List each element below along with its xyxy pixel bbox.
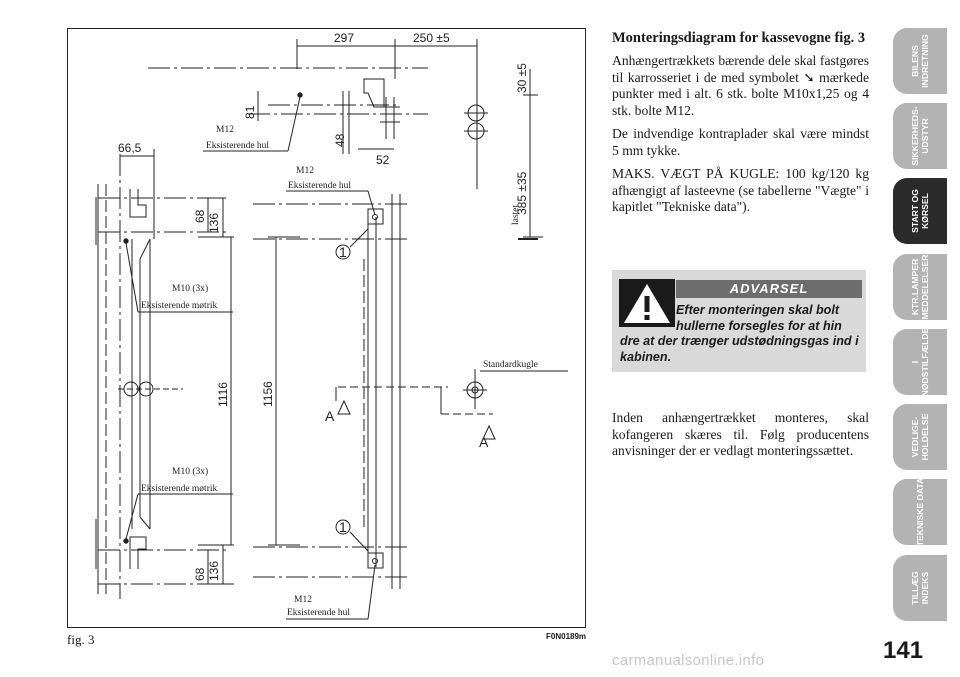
dim-1156: 1156 (261, 381, 275, 407)
warning-heading: ADVARSEL (676, 280, 862, 298)
label-hole-mid: Eksisterende hul (288, 181, 351, 191)
dim-52: 52 (376, 153, 390, 167)
watermark: carmanualsonline.info (612, 652, 765, 669)
label-nut-bottom: Eksisterende møtrik (141, 484, 217, 494)
label-m10-top: M10 (3x) (172, 283, 208, 294)
dim-136-top: 136 (207, 213, 221, 233)
dim-1116: 1116 (216, 382, 230, 407)
dim-81: 81 (243, 105, 257, 119)
warning-box: ADVARSEL Efter monteringen skal bolt­ hu… (612, 270, 866, 372)
dim-136-bottom: 136 (207, 561, 221, 581)
warning-triangle-icon (619, 279, 675, 327)
warning-text-line-2: hullerne forsegles for at hin­ (676, 318, 842, 333)
dim-66-5: 66,5 (118, 141, 142, 155)
section-a-left: A (325, 408, 335, 424)
label-m10-bottom: M10 (3x) (172, 466, 208, 477)
warning-text: Efter monteringen skal bolt­ hullerne fo… (620, 303, 860, 365)
label-m12-top: M12 (216, 125, 234, 135)
tab-vedligeholdelse[interactable]: VEDLIGE- HOLDELSE (893, 404, 947, 470)
tab-start-og-korsel[interactable]: START OG KØRSEL (893, 178, 947, 244)
section-a-right: A (479, 434, 489, 450)
article: Monteringsdiagram for kassevogne fig. 3 … (612, 30, 869, 223)
dim-385: 385 ±35 (515, 171, 529, 215)
label-standard-ball: Standardkugle (483, 360, 538, 370)
figure-code: F0N0189m (546, 632, 587, 641)
dim-68-top: 68 (193, 209, 207, 223)
article-paragraph-2: De indvendige kontraplader skal være min… (612, 126, 869, 158)
dim-250: 250 ±5 (413, 31, 450, 45)
warning-text-line-1: Efter monteringen skal bolt­ (676, 303, 840, 317)
mounting-diagram: 297 250 ±5 30 ±5 385 ±35 81 48 52 66,5 6… (67, 28, 586, 628)
figure-caption: fig. 3 (67, 632, 95, 647)
label-nut-top: Eksisterende møtrik (141, 301, 217, 311)
label-hole-bottom: Eksisterende hul (287, 608, 350, 618)
label-hole-top: Eksisterende hul (206, 141, 269, 151)
tab-bilens-indretning[interactable]: BILENS INDRETNING (893, 28, 947, 94)
label-m12-mid: M12 (296, 166, 314, 176)
bottom-paragraph: Inden anhængertrækket monteres, skal kof… (612, 410, 869, 458)
page-number: 141 (883, 637, 924, 664)
marker-1-top: 1 (339, 244, 347, 260)
marker-1-bottom: 1 (339, 519, 347, 535)
dim-48: 48 (333, 133, 347, 147)
warning-text-line-3: dre at der trænger udstødningsgas ind i … (620, 334, 859, 364)
article-paragraph-3: MAKS. VÆGT PÅ KUGLE: 100 kg/120 kg afhæn… (612, 166, 869, 214)
label-lastet: lastet (511, 205, 521, 225)
tab-sikkerhedsudstyr[interactable]: SIKKERHEDS- UDSTYR (893, 103, 947, 169)
article-title: Monteringsdiagram for kassevogne fig. 3 (612, 30, 866, 46)
tab-tekniske-data[interactable]: TEKNISKE DATA (893, 479, 947, 545)
article-paragraph-1: Anhængertrækkets bærende dele skal fast­… (612, 53, 869, 118)
diagram-svg: 297 250 ±5 30 ±5 385 ±35 81 48 52 66,5 6… (95, 31, 568, 620)
tab-tillaeg-indeks[interactable]: TILLÆG INDEKS (893, 555, 947, 621)
tab-kontrollamper[interactable]: KTR.LAMPER MEDDELELSER (893, 254, 947, 320)
label-m12-bottom: M12 (294, 595, 312, 605)
dim-297: 297 (334, 31, 354, 45)
dim-68-bottom: 68 (193, 567, 207, 581)
tab-i-nodstilfaelde[interactable]: I NØDSTILFÆLDE (893, 329, 947, 395)
dim-30: 30 ±5 (515, 63, 529, 93)
